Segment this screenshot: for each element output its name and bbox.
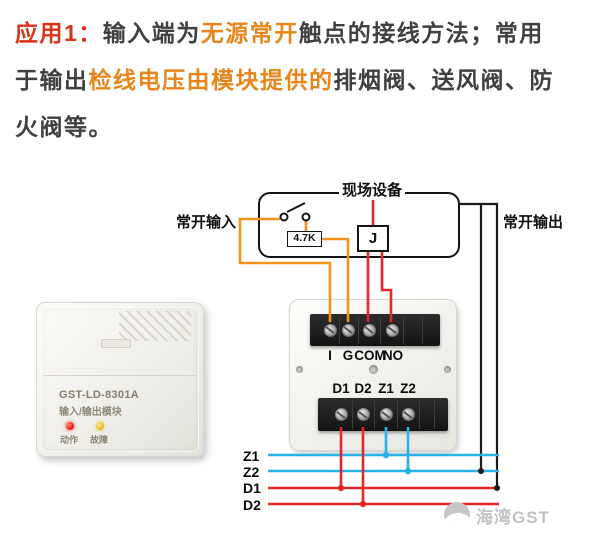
- terminal-strip-top: [310, 314, 440, 346]
- terminal-label-z2: Z2: [400, 381, 416, 396]
- intro-paragraph: 应用1：输入端为无源常开触点的接线方法；常用 于输出检线电压由模块提供的排烟阀、…: [15, 10, 597, 151]
- intro-highlight-segment: 无源常开: [200, 20, 299, 46]
- bus-lines: [268, 453, 499, 506]
- intro-text-segment: 于输出: [15, 67, 89, 93]
- normally-open-input-label: 常开输入: [176, 214, 237, 231]
- terminal-screw: [334, 408, 348, 421]
- terminal-divider: [397, 400, 398, 429]
- terminal-label-g: G: [342, 348, 354, 363]
- module-cover: [41, 307, 199, 452]
- module-vent-slots: [119, 311, 191, 341]
- terminal-screw: [341, 323, 355, 337]
- mounting-hole: [369, 365, 378, 374]
- terminal-label-com: COM: [354, 348, 386, 363]
- gst-module-photo: GST-LD-8301A 输入/输出模块 动作 故障: [36, 302, 204, 457]
- normally-open-output-label: 常开输出: [503, 214, 564, 231]
- mounting-hole: [444, 366, 451, 373]
- field-device-label: 现场设备: [339, 179, 406, 200]
- terminal-label-no: NO: [382, 348, 404, 363]
- intro-app-number: 应用1：: [15, 20, 103, 46]
- output-wiring-black: [458, 202, 499, 489]
- terminal-resistor-box: 4.7K: [287, 231, 322, 247]
- module-indicator-slot: [101, 339, 131, 348]
- intro-line-1: 应用1：输入端为无源常开触点的接线方法；常用: [15, 10, 597, 57]
- module-model-text: GST-LD-8301A: [59, 389, 140, 401]
- gst-logo-icon: [444, 502, 470, 528]
- intro-text-segment: 触点的接线方法；常用: [298, 20, 544, 46]
- terminal-divider: [419, 400, 420, 429]
- terminal-label-d1: D1: [332, 381, 350, 396]
- module-seam: [43, 375, 197, 376]
- watermark-text: 海湾GST: [476, 507, 550, 527]
- terminal-screw: [362, 323, 376, 337]
- terminal-screw: [323, 323, 337, 337]
- terminal-divider: [380, 316, 381, 344]
- fault-led-label: 故障: [90, 435, 109, 445]
- terminal-divider: [434, 400, 435, 429]
- bus-label-d1: D1: [243, 480, 261, 496]
- terminal-divider: [358, 316, 359, 344]
- terminal-strip-bottom: [318, 398, 448, 431]
- terminal-divider: [352, 400, 353, 429]
- terminal-screw: [379, 408, 393, 421]
- action-led-label: 动作: [60, 435, 79, 445]
- terminal-label-d2: D2: [354, 381, 372, 396]
- action-led-icon: [66, 422, 74, 430]
- module-type-text: 输入/输出模块: [59, 407, 122, 418]
- mounting-hole: [296, 366, 303, 373]
- terminal-label-z1: Z1: [378, 381, 394, 396]
- intro-text-segment: 输入端为: [102, 20, 201, 46]
- intro-text-segment: 火阀等。: [15, 114, 113, 140]
- relay-j-box: J: [357, 225, 389, 252]
- bus-label-z2: Z2: [243, 464, 260, 480]
- bus-label-d2: D2: [243, 497, 261, 513]
- intro-line-3: 火阀等。: [15, 104, 597, 151]
- terminal-screw: [385, 323, 399, 337]
- watermark: 海湾GST: [444, 502, 550, 528]
- terminal-divider: [339, 316, 340, 344]
- fault-led-icon: [96, 422, 104, 430]
- terminal-screw: [356, 408, 370, 421]
- intro-text-segment: 排烟阀、送风阀、防: [333, 67, 554, 93]
- intro-line-2: 于输出检线电压由模块提供的排烟阀、送风阀、防: [15, 57, 597, 104]
- terminal-label-i: I: [328, 348, 332, 363]
- terminal-screw: [401, 408, 415, 421]
- intro-highlight-segment: 检线电压由模块提供的: [88, 67, 334, 93]
- junction-dots: [337, 451, 500, 508]
- terminal-divider: [422, 316, 423, 344]
- terminal-divider: [374, 400, 375, 429]
- terminal-divider: [403, 316, 404, 344]
- bus-label-z1: Z1: [243, 448, 260, 464]
